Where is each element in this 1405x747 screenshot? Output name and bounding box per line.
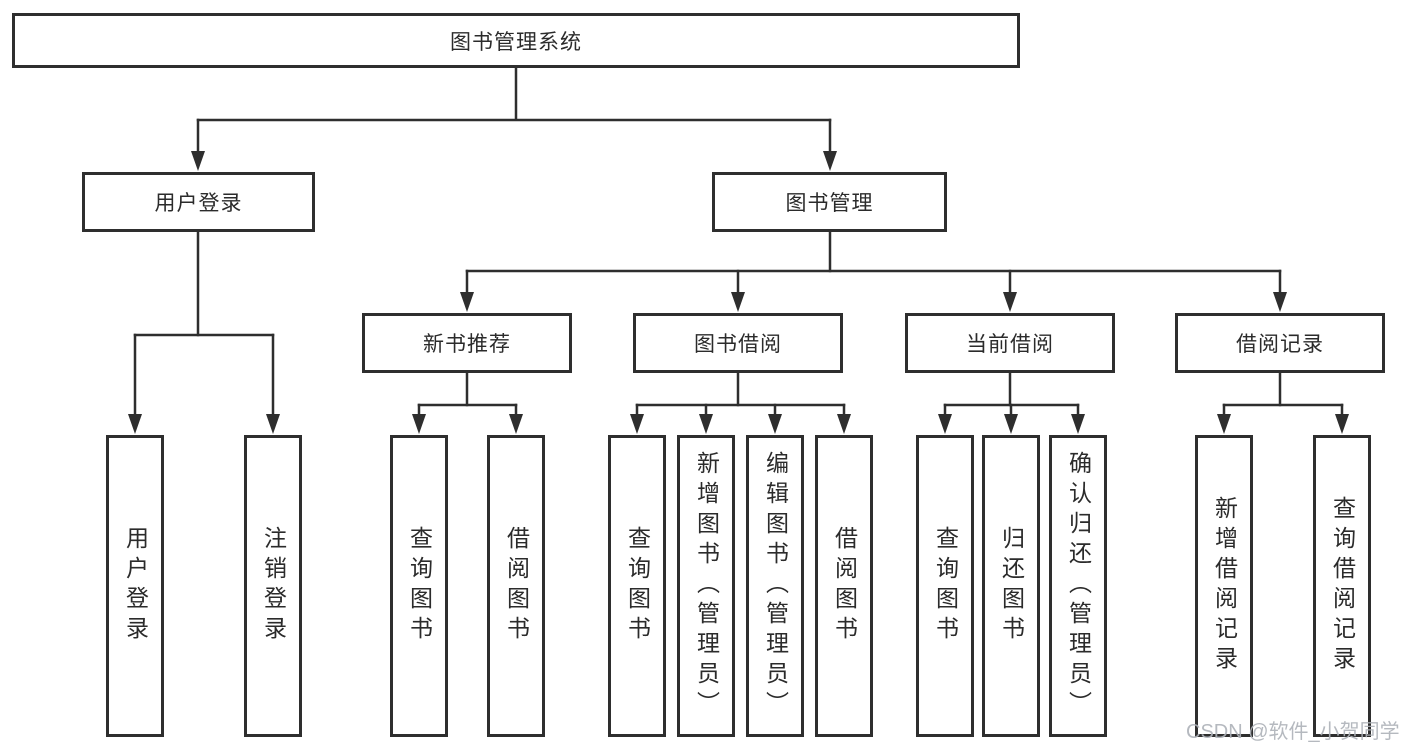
leaf-edit-book-admin: 编辑图书（管理员）	[746, 435, 804, 737]
leaf-user-login-label: 用户登录	[122, 526, 149, 646]
node-book-borrow-label: 图书借阅	[694, 333, 782, 356]
leaf-borrow-book-1-label: 借阅图书	[503, 526, 530, 646]
leaf-query-book-2-label: 查询图书	[624, 526, 651, 646]
leaf-return-book: 归还图书	[982, 435, 1040, 737]
node-new-book-recommend-label: 新书推荐	[423, 333, 511, 356]
leaf-user-login: 用户登录	[106, 435, 164, 737]
node-current-borrow-label: 当前借阅	[966, 333, 1054, 356]
leaf-query-book-2: 查询图书	[608, 435, 666, 737]
csdn-watermark: CSDN @软件_小贺同学	[1186, 721, 1400, 743]
node-root: 图书管理系统	[12, 13, 1020, 68]
node-book-management-label: 图书管理	[785, 192, 874, 215]
leaf-edit-book-admin-label: 编辑图书（管理员）	[762, 451, 789, 721]
node-current-borrow: 当前借阅	[905, 313, 1115, 373]
node-user-login-label: 用户登录	[154, 192, 243, 215]
leaf-add-book-admin-label: 新增图书（管理员）	[693, 451, 720, 721]
node-borrow-records-label: 借阅记录	[1236, 333, 1324, 356]
leaf-query-book-3-label: 查询图书	[932, 526, 959, 646]
leaf-return-book-label: 归还图书	[998, 526, 1025, 646]
leaf-borrow-book-1: 借阅图书	[487, 435, 545, 737]
node-borrow-records: 借阅记录	[1175, 313, 1385, 373]
leaf-confirm-return-admin-label: 确认归还（管理员）	[1065, 451, 1092, 721]
leaf-add-borrow-record-label: 新增借阅记录	[1211, 496, 1238, 676]
leaf-confirm-return-admin: 确认归还（管理员）	[1049, 435, 1107, 737]
leaf-borrow-book-2: 借阅图书	[815, 435, 873, 737]
leaf-add-borrow-record: 新增借阅记录	[1195, 435, 1253, 737]
node-book-borrow: 图书借阅	[633, 313, 843, 373]
leaf-add-book-admin: 新增图书（管理员）	[677, 435, 735, 737]
leaf-query-book-1: 查询图书	[390, 435, 448, 737]
node-user-login: 用户登录	[82, 172, 315, 232]
leaf-query-book-3: 查询图书	[916, 435, 974, 737]
leaf-borrow-book-2-label: 借阅图书	[831, 526, 858, 646]
leaf-query-borrow-record: 查询借阅记录	[1313, 435, 1371, 737]
leaf-logout: 注销登录	[244, 435, 302, 737]
node-new-book-recommend: 新书推荐	[362, 313, 572, 373]
leaf-query-borrow-record-label: 查询借阅记录	[1329, 496, 1356, 676]
node-root-label: 图书管理系统	[450, 30, 582, 54]
node-book-management: 图书管理	[712, 172, 947, 232]
leaf-logout-label: 注销登录	[260, 526, 287, 646]
leaf-query-book-1-label: 查询图书	[406, 526, 433, 646]
